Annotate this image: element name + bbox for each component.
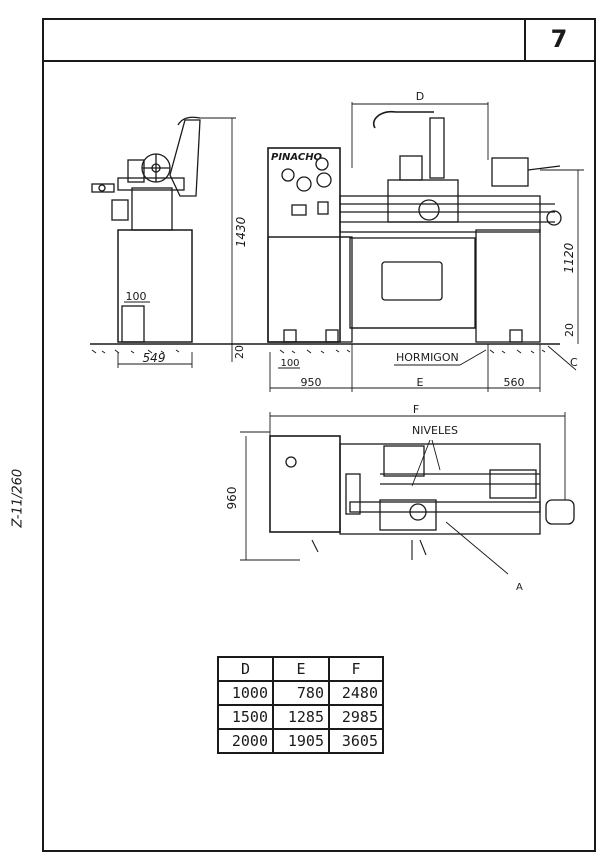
table-row: 1500 1285 2985 (217, 704, 384, 730)
cell-e: 780 (272, 680, 330, 706)
front-height-label: 1120 (562, 242, 576, 273)
plan-depth-label: 960 (225, 487, 239, 510)
cell-f: 2480 (328, 680, 384, 706)
cell-d: 1500 (217, 704, 274, 730)
side-height-label: 1430 (234, 216, 248, 247)
side-base-label: 100 (126, 290, 147, 303)
floor-line (90, 343, 560, 354)
cell-f: 2985 (328, 704, 384, 730)
table-row: 1000 780 2480 (217, 680, 384, 706)
cell-e: 1905 (272, 728, 330, 754)
table-row: 2000 1905 3605 (217, 728, 384, 754)
plan-view (240, 412, 575, 575)
front-foot-label: 100 (280, 358, 299, 369)
front-base-label: 20 (563, 323, 576, 337)
concrete-label: HORMIGON (396, 351, 459, 364)
f-label: F (413, 403, 419, 416)
cell-d: 2000 (217, 728, 274, 754)
page-number: 7 (550, 25, 568, 53)
page-number-box (524, 18, 596, 62)
cell-f: 3605 (328, 728, 384, 754)
table-header-row: D E F (217, 656, 384, 682)
brand-label: PINACHO (271, 152, 323, 163)
a-label: A (516, 582, 523, 593)
cell-d: 1000 (217, 680, 274, 706)
levels-label: NIVELES (412, 424, 458, 437)
front-right-label: 560 (504, 376, 525, 389)
c-label: C (570, 356, 578, 369)
side-view (91, 116, 236, 368)
header-f: F (328, 656, 384, 682)
header-e: E (272, 656, 330, 682)
e-label: E (417, 376, 424, 389)
side-floor-label: 20 (233, 345, 246, 359)
front-left-label: 950 (301, 376, 322, 389)
cell-e: 1285 (272, 704, 330, 730)
d-label: D (416, 90, 424, 103)
front-view (267, 102, 584, 392)
dimensions-table: D E F 1000 780 2480 1500 1285 2985 2000 … (217, 656, 384, 754)
side-width-label: 549 (143, 351, 166, 365)
header-d: D (217, 656, 274, 682)
